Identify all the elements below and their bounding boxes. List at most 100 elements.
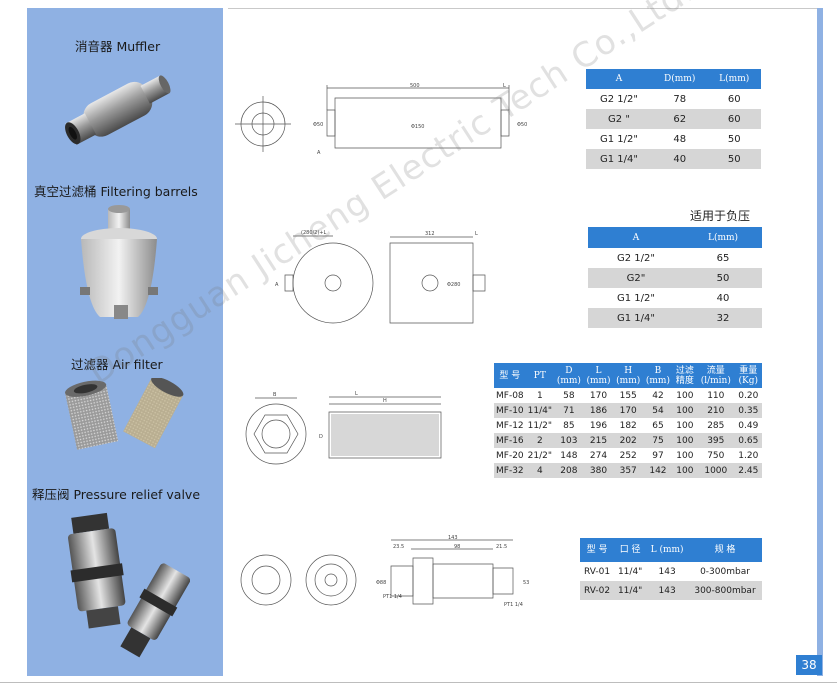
section-title-muffler: 消音器 Muffler xyxy=(75,39,161,54)
table-cell: 182 xyxy=(613,418,644,433)
table-row: MF-16 2 103 215 202 75 100 395 0.65 xyxy=(494,433,762,448)
table-cell: MF-08 xyxy=(494,388,526,403)
table-cell: 100 xyxy=(672,418,698,433)
table-header: L (mm) xyxy=(646,538,689,562)
muffler-end-label: L xyxy=(503,83,506,89)
table-cell: 0-300mbar xyxy=(688,562,762,581)
muffler-length-label: 500 xyxy=(410,83,420,89)
table-cell: 143 xyxy=(646,581,689,600)
valve-mid-label: 98 xyxy=(454,544,460,550)
table-cell: 78 xyxy=(651,89,708,109)
table-cell: 170 xyxy=(583,388,614,403)
table-cell: 196 xyxy=(583,418,614,433)
table-row: G1 1/4" 40 50 xyxy=(586,149,761,169)
valve-right-label: 21.5 xyxy=(496,544,507,550)
table-row: MF-20 21/2" 148 274 252 97 100 750 1.20 xyxy=(494,448,762,463)
table-cell: G1 1/4" xyxy=(586,149,652,169)
table-row: G2 1/2" 65 xyxy=(588,248,762,268)
table-row: MF-12 11/2" 85 196 182 65 100 285 0.49 xyxy=(494,418,762,433)
filter-l-label: L xyxy=(355,391,358,397)
page-number: 38 xyxy=(796,655,822,675)
table-header: D (mm) xyxy=(554,363,584,388)
section-title-relief-valve: 释压阀 Pressure relief valve xyxy=(32,487,201,502)
air-filter-photo xyxy=(65,378,184,450)
section-title-air-filter: 过滤器 Air filter xyxy=(71,357,163,372)
section-title-filtering-barrels: 真空过滤桶 Filtering barrels xyxy=(34,184,198,199)
valve-thread2-label: PT1 1/4 xyxy=(504,602,523,608)
table-cell: 4 xyxy=(525,463,555,478)
table-cell: 11/4" xyxy=(614,581,647,600)
table-cell: 285 xyxy=(697,418,735,433)
table-header: 流量 (l/min) xyxy=(697,363,735,388)
table-cell: 100 xyxy=(672,463,698,478)
table-header: 重量 (Kg) xyxy=(734,363,762,388)
table-cell: 210 xyxy=(697,403,735,418)
filter-d-label: D xyxy=(319,434,323,440)
muffler-right-dia-label: Φ50 xyxy=(517,122,527,128)
table-cell: 75 xyxy=(643,433,673,448)
table-cell: 208 xyxy=(554,463,584,478)
table-cell: MF-16 xyxy=(494,433,526,448)
table-header: PT xyxy=(525,363,555,388)
table-cell: MF-32 xyxy=(494,463,526,478)
table-cell: 50 xyxy=(707,149,761,169)
table-cell: 103 xyxy=(554,433,584,448)
air-filter-drawing: B L H D xyxy=(245,391,445,475)
table-cell: 0.20 xyxy=(734,388,762,403)
table-cell: 85 xyxy=(554,418,584,433)
table-cell: 143 xyxy=(646,562,689,581)
table-header: L (mm) xyxy=(583,363,614,388)
table-header: H (mm) xyxy=(613,363,644,388)
relief-valve-spec-table: 型 号 口 径 L (mm) 规 格 RV-01 11/4" 143 0-300… xyxy=(580,538,762,600)
table-cell: 186 xyxy=(583,403,614,418)
table-cell: 2.45 xyxy=(734,463,762,478)
table-cell: 155 xyxy=(613,388,644,403)
barrel-dia-label: Φ280 xyxy=(447,282,460,288)
table-cell: 395 xyxy=(697,433,735,448)
valve-left-label: 23.5 xyxy=(393,544,404,550)
table-cell: 11/4" xyxy=(525,403,555,418)
table-cell: 65 xyxy=(684,248,762,268)
table-cell: G1 1/2" xyxy=(586,129,652,149)
table-header: 过滤精度 xyxy=(672,363,698,388)
table-header: 型 号 xyxy=(580,538,615,562)
table-header: 口 径 xyxy=(614,538,647,562)
table-header: A xyxy=(586,69,652,89)
pressure-relief-valve-photo xyxy=(68,512,190,658)
table-header: L(mm) xyxy=(684,227,762,248)
table-cell: 750 xyxy=(697,448,735,463)
table-cell: 1 xyxy=(525,388,555,403)
table-cell: 50 xyxy=(684,268,762,288)
table-cell: 100 xyxy=(672,388,698,403)
muffler-spec-table: A D(mm) L(mm) G2 1/2" 78 60 G2 " 62 60 G… xyxy=(586,69,761,169)
table-cell: 40 xyxy=(684,288,762,308)
table-cell: RV-02 xyxy=(580,581,615,600)
table-cell: 58 xyxy=(554,388,584,403)
table-cell: 42 xyxy=(643,388,673,403)
filter-b-label: B xyxy=(273,392,277,398)
valve-dia1-label: Φ88 xyxy=(376,580,386,586)
table-cell: 100 xyxy=(672,448,698,463)
table-cell: 215 xyxy=(583,433,614,448)
table-cell: 1000 xyxy=(697,463,735,478)
table-cell: MF-12 xyxy=(494,418,526,433)
table-cell: 274 xyxy=(583,448,614,463)
air-filter-spec-table: 型 号 PT D (mm) L (mm) H (mm) B (mm) 过滤精度 … xyxy=(494,363,762,478)
relief-valve-drawing: 143 98 23.5 21.5 Φ88 53 PT1 1/4 PT1 1/4 xyxy=(236,535,529,608)
table-cell: 100 xyxy=(672,433,698,448)
barrel-length-label: 312 xyxy=(425,231,435,237)
valve-dia2-label: 53 xyxy=(523,580,529,586)
table-cell: 142 xyxy=(643,463,673,478)
right-edge-bar xyxy=(817,8,823,676)
table-cell: G2" xyxy=(588,268,685,288)
table-cell: 32 xyxy=(684,308,762,328)
table-header: 型 号 xyxy=(494,363,526,388)
table-cell: 11/2" xyxy=(525,418,555,433)
table-row: G1 1/2" 40 xyxy=(588,288,762,308)
table-row: G2 " 62 60 xyxy=(586,109,761,129)
table-row: RV-02 11/4" 143 300-800mbar xyxy=(580,581,762,600)
table-row: G2 1/2" 78 60 xyxy=(586,89,761,109)
table-cell: 60 xyxy=(707,109,761,129)
table-row: G1 1/4" 32 xyxy=(588,308,762,328)
top-divider xyxy=(228,8,823,9)
